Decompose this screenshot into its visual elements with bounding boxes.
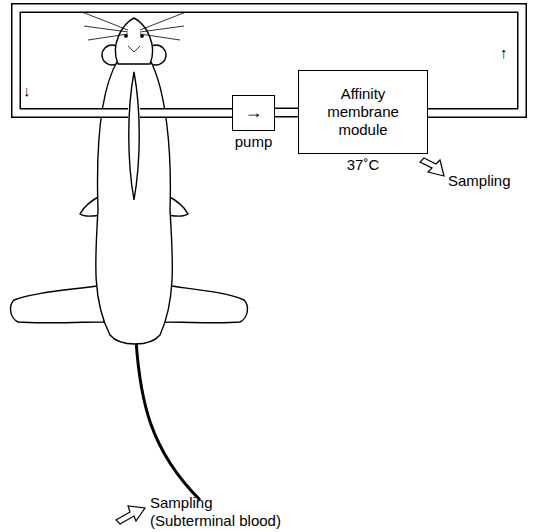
sampling-note: (Subterminal blood)	[150, 512, 281, 530]
module-box: Affinity membrane module37˚C	[298, 70, 428, 154]
box-text: Affinity membrane module	[299, 85, 427, 139]
sampling-label: Sampling	[448, 172, 511, 190]
sampling-label: Sampling	[150, 494, 213, 512]
pump-box: →pump	[232, 95, 275, 131]
box-text: →	[245, 102, 263, 124]
flow-arrow: ↑	[500, 44, 508, 62]
flow-arrow: ↓	[23, 82, 31, 100]
box-caption: 37˚C	[347, 156, 380, 174]
tubing-connector	[275, 112, 298, 113]
box-caption: pump	[235, 133, 273, 151]
